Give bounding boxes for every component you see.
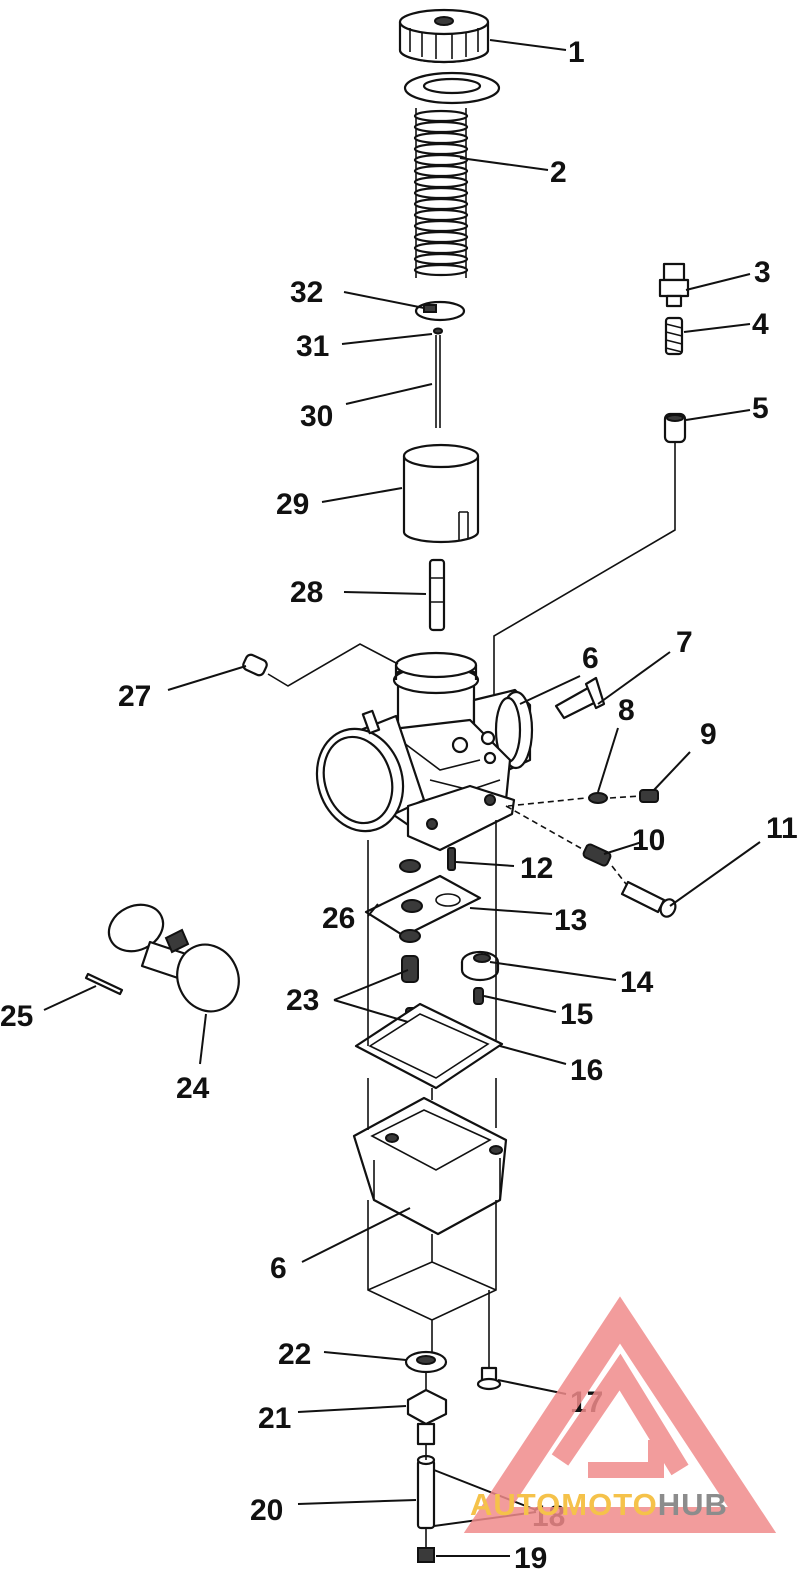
- callout-5: 5: [752, 392, 769, 425]
- callout-23: 23: [286, 984, 319, 1017]
- bowl-screw-part-17: [476, 1366, 502, 1391]
- spring-coil: [413, 153, 469, 167]
- needle-clip-part: [433, 327, 443, 335]
- callout-10: 10: [632, 824, 665, 857]
- watermark-text-hub: HUB: [658, 1487, 728, 1522]
- callout-32: 32: [290, 276, 323, 309]
- callout-25: 25: [0, 1000, 33, 1033]
- callout-6b: 6: [270, 1252, 287, 1285]
- leader-lines: [43, 39, 761, 1557]
- assembly-guide-lines-upper: [367, 1078, 497, 1130]
- callout-13: 13: [554, 904, 587, 937]
- valve-seat-part-26: [399, 859, 421, 873]
- callout-27: 27: [118, 680, 151, 713]
- callout-9: 9: [700, 718, 717, 751]
- callout-3: 3: [754, 256, 771, 289]
- pin-part-25: [84, 972, 124, 996]
- callout-1: 1: [568, 36, 585, 69]
- svg-text:AUTOMOTOHUB: AUTOMOTOHUB: [470, 1487, 728, 1522]
- callout-26: 26: [322, 902, 355, 935]
- cap-axis-line: [267, 643, 399, 687]
- callout-7: 7: [676, 626, 693, 659]
- callout-21: 21: [258, 1402, 291, 1435]
- cap-part-27: [242, 653, 268, 677]
- spring-part-10: [582, 843, 612, 867]
- spring-coil: [413, 175, 469, 189]
- callout-29: 29: [276, 488, 309, 521]
- spring-coil: [413, 197, 469, 211]
- spring-seat-part: [414, 300, 466, 322]
- callout-6a: 6: [582, 642, 599, 675]
- spring-coil: [413, 230, 469, 244]
- spring-coil: [413, 142, 469, 156]
- callout-14: 14: [620, 966, 654, 999]
- fitting-part-7: [554, 676, 606, 720]
- assembly-guide-box: [367, 1200, 497, 1345]
- float-bowl-gasket-part: [354, 1002, 504, 1090]
- choke-plunger-part-24: [107, 903, 240, 1013]
- pilot-air-screw-part: [658, 262, 690, 308]
- spring-coil: [413, 186, 469, 200]
- callout-30: 30: [300, 400, 333, 433]
- triangle-logo-icon: [463, 1296, 777, 1533]
- callout-19: 19: [514, 1542, 547, 1573]
- top-cap-part: [398, 8, 490, 64]
- callout-20: 20: [250, 1494, 283, 1527]
- pilot-screw-oring-part: [663, 412, 687, 444]
- spring-coil: [413, 164, 469, 178]
- screw-part-11: [620, 880, 677, 918]
- spring-coil: [413, 208, 469, 222]
- pin-part-15: [473, 987, 484, 1005]
- spring-coil: [413, 131, 469, 145]
- callout-12: 12: [520, 852, 553, 885]
- drain-axis-line: [425, 1345, 433, 1548]
- callout-24: 24: [176, 1072, 210, 1105]
- spring-coil: [413, 120, 469, 134]
- main-jet-holder-part-20: [416, 1454, 436, 1530]
- pin-part-12: [447, 847, 456, 871]
- callout-16: 16: [570, 1054, 603, 1087]
- callout-31: 31: [296, 330, 329, 363]
- watermark-text-moto: MOTO: [561, 1487, 657, 1522]
- gasket-plate-part-13: [364, 874, 482, 938]
- screw-part-9: [639, 789, 659, 803]
- throttle-slide-part: [402, 443, 480, 544]
- jet-needle-part: [435, 335, 441, 428]
- callout-28: 28: [290, 576, 323, 609]
- callout-22: 22: [278, 1338, 311, 1371]
- callout-4: 4: [752, 308, 769, 341]
- cap-washer-part: [403, 71, 501, 105]
- spring-coil: [413, 109, 469, 123]
- spring-coil: [413, 219, 469, 233]
- screw-part-8: [588, 792, 608, 804]
- drain-washer-part-22: [404, 1350, 448, 1374]
- spring-coil: [413, 263, 469, 277]
- watermark-text-auto: AUTO: [470, 1487, 561, 1522]
- assembly-guide-lines-mid: [367, 820, 497, 1046]
- screw-axis-line-8-9: [507, 795, 641, 807]
- watermark-logo: AUTOMOTOHUB: [463, 1296, 777, 1533]
- spring-coil: [413, 241, 469, 255]
- callout-8: 8: [618, 694, 635, 727]
- float-bowl-part: [352, 1096, 508, 1236]
- needle-jet-part: [428, 558, 446, 632]
- carburetor-body-part: [315, 651, 534, 852]
- pilot-screw-spring-part: [664, 316, 684, 356]
- screw-axis-line-10-11: [505, 805, 627, 885]
- main-jet-part-19: [417, 1547, 435, 1563]
- drain-plug-part-21: [406, 1388, 448, 1446]
- throttle-spring-part: [413, 108, 469, 278]
- callout-11: 11: [766, 812, 798, 845]
- callout-2: 2: [550, 156, 567, 189]
- callout-15: 15: [560, 998, 593, 1031]
- spring-coil: [413, 252, 469, 266]
- float-part-14: [460, 950, 500, 982]
